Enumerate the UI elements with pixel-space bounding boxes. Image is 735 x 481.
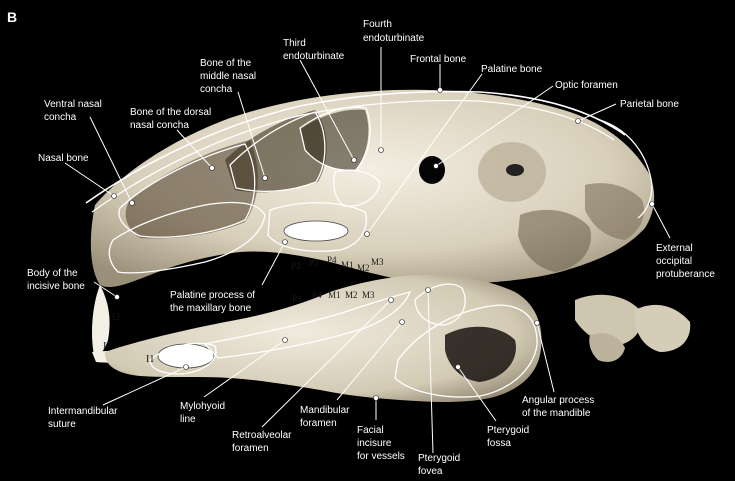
label-middle-nasal-concha: Bone of the middle nasal concha: [200, 58, 259, 95]
tooth-upper-M2: M2: [357, 263, 370, 273]
third-endoturbinate-outline: [299, 106, 371, 171]
optic-foramen-hole: [419, 156, 445, 184]
label-incisive-bone: Body of the incisive bone: [27, 268, 85, 292]
leader-mylohyoid: [203, 339, 286, 398]
label-intermandibular-suture: Intermandibular suture: [48, 406, 120, 430]
label-dorsal-nasal-concha: Bone of the dorsal nasal concha: [130, 107, 214, 131]
panel-letter: B: [7, 9, 17, 25]
cranium: [90, 89, 655, 287]
leader-pterygoid-fossa: [457, 366, 497, 422]
label-occipital-protuberance: External occipital protuberance: [656, 243, 715, 280]
vertebrae: [575, 294, 691, 362]
vertebra-small: [589, 333, 625, 362]
middle-concha-outline: [229, 111, 326, 193]
label-pterygoid-fossa: Pterygoid fossa: [487, 425, 532, 449]
label-optic-foramen: Optic foramen: [555, 80, 618, 91]
label-palatine-process: Palatine process of the maxillary bone: [170, 290, 258, 314]
dorsal-concha-outline: [118, 143, 256, 238]
label-facial-incisure: Facial incisure for vessels: [357, 425, 405, 462]
mylohyoid-outline: [203, 291, 412, 359]
label-palatine-bone: Palatine bone: [481, 64, 543, 75]
pterygoid-fossa-dark: [445, 326, 516, 382]
tooth-lower-M3: M3: [362, 290, 375, 300]
label-nasal-bone: Nasal bone: [38, 153, 89, 164]
pterygoid-fossa-outline: [394, 304, 538, 398]
leader-occipital-protuberance: [651, 203, 671, 239]
tooth-upper-P3: P3: [309, 258, 319, 268]
incisor-upper-I1: I1: [103, 341, 111, 352]
leader-middle-concha: [237, 91, 266, 179]
label-retroalveolar-foramen: Retroalveolar foramen: [232, 430, 294, 454]
incisor-I2: I2: [112, 312, 120, 323]
leader-optic-foramen: [435, 85, 554, 167]
leader-palatine-process: [261, 241, 286, 286]
leader-incisive-bone: [93, 281, 118, 298]
upper-incisor-shape: [92, 285, 110, 356]
ventral-concha-outline: [108, 201, 266, 274]
skull-dorsal-outline: [85, 90, 626, 213]
palatine-process-oval: [283, 220, 349, 242]
mandible-shape: [104, 274, 542, 402]
leader-mandibular-foramen: [336, 321, 403, 401]
leader-dorsal-concha: [176, 129, 213, 169]
leader-parietal-bone: [577, 103, 617, 122]
orbit-dark: [506, 164, 524, 176]
label-mandibular-foramen: Mandibular foramen: [300, 405, 352, 429]
intermandibular-outline: [149, 342, 217, 375]
leader-third-endoturbinate: [299, 59, 355, 161]
tooth-lower-M2: M2: [345, 290, 358, 300]
leader-pterygoid-fovea: [427, 289, 434, 454]
leader-retroalveolar: [261, 299, 392, 428]
leader-palatine-bone: [366, 73, 483, 235]
incisor-lower-I1: I1: [146, 354, 154, 365]
fourth-endoturbinate-outline: [333, 169, 381, 207]
anatomy-labels: Fourth endoturbinate Third endoturbinate…: [27, 19, 715, 477]
atlas-shape: [575, 294, 642, 345]
leader-lines: [64, 47, 671, 454]
label-pterygoid-fovea: Pterygoid fovea: [418, 453, 463, 477]
leader-nasal-bone: [64, 162, 115, 197]
label-fourth-endoturbinate: Fourth endoturbinate: [363, 19, 425, 44]
label-frontal-bone: Frontal bone: [410, 54, 467, 65]
axis-shape: [635, 304, 691, 352]
occipital-region: [585, 183, 645, 240]
label-ventral-nasal-concha: Ventral nasal concha: [44, 99, 105, 123]
tooth-upper-P2: P2: [291, 261, 301, 271]
bulla-region: [518, 209, 591, 272]
pterygoid-fovea-outline: [414, 283, 466, 326]
leader-intermandibular: [102, 366, 187, 406]
tooth-labels: P2 P3 P4 M1 M2 M3 P3 P4 M1 M2 M3 I2 I1 I…: [103, 255, 384, 365]
cranium-shape: [90, 89, 655, 287]
tooth-upper-M3: M3: [371, 257, 384, 267]
label-mylohyoid-line: Mylohyoid line: [180, 401, 228, 425]
tooth-lower-M1: M1: [328, 290, 341, 300]
tooth-upper-M1: M1: [341, 260, 354, 270]
label-parietal-bone: Parietal bone: [620, 99, 679, 110]
label-third-endoturbinate: Third endoturbinate: [283, 38, 345, 62]
occipital-outline: [599, 119, 653, 219]
tooth-lower-P3: P3: [292, 294, 302, 304]
leader-angular-process: [536, 322, 555, 393]
label-angular-process: Angular process of the mandible: [522, 395, 597, 419]
nasal-cavity: [125, 140, 258, 239]
palatine-region-outline: [267, 202, 367, 252]
leader-ventral-concha: [89, 116, 133, 204]
mandible: [104, 274, 542, 402]
tooth-upper-P4: P4: [327, 255, 337, 265]
tooth-lower-P4: P4: [312, 290, 322, 300]
